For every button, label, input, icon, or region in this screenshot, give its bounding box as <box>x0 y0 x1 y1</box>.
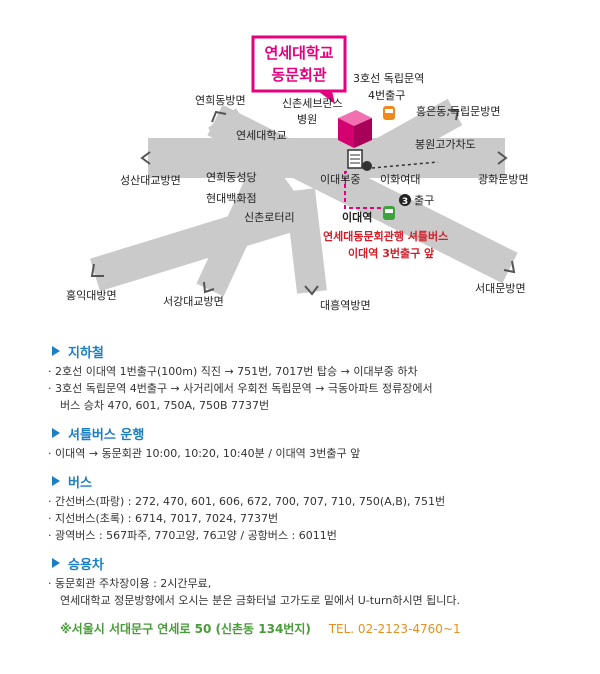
section-car: 승용차 · 동문회관 주차장이용 : 2시간무료, 연세대학교 정문방향에서 오… <box>48 554 588 609</box>
road-network <box>90 98 518 297</box>
section-shuttle: 셔틀버스 운행 · 이대역 → 동문회관 10:00, 10:20, 10:40… <box>48 424 588 462</box>
section-title: 셔틀버스 운행 <box>48 424 588 443</box>
building-callout: 연세대학교 동문회관 <box>251 35 347 104</box>
train-icon-green <box>383 206 395 220</box>
section-title: 지하철 <box>48 342 588 361</box>
label-hongeun-dong: 홍은동,독립문방면 <box>416 104 500 118</box>
direction-arrows <box>90 109 516 296</box>
section-title: 승용차 <box>48 554 588 573</box>
label-ewha-bujung: 이대부중 <box>320 173 360 186</box>
exit3-number: 3 <box>402 197 408 207</box>
arrow-right-icon <box>497 151 508 165</box>
label-ewha-univ: 이화여대 <box>380 173 420 186</box>
label-bongwon-overpass: 봉원고가차도 <box>415 138 476 151</box>
section-bus: 버스 · 간선버스(파랑) : 272, 470, 601, 606, 672,… <box>48 472 588 544</box>
arrow-up-right-icon <box>448 109 460 121</box>
section-line: · 2호선 이대역 1번출구(100m) 직진 → 751번, 7017번 탑승… <box>48 365 418 378</box>
label-yonsei-univ: 연세대학교 <box>236 129 287 142</box>
label-sinchon-rotary: 신촌로터리 <box>244 211 295 224</box>
footer-address: ※서울시 서대문구 연세로 50 (신촌동 134번지) <box>60 622 311 636</box>
arrow-down-left-icon <box>203 281 215 294</box>
building-title-line1: 연세대학교 <box>264 44 333 62</box>
arrow-down-left-icon <box>90 263 104 277</box>
building-title-line2: 동문회관 <box>271 66 326 84</box>
directions-info: 지하철 · 2호선 이대역 1번출구(100m) 직진 → 751번, 7017… <box>48 342 588 619</box>
bus-stop-icon <box>347 149 372 171</box>
triangle-bullet-icon <box>52 558 60 568</box>
label-yonhui-dong: 연희동방면 <box>195 94 246 107</box>
label-shuttle-1: 연세대동문회관행 셔틀버스 <box>323 229 448 243</box>
label-seodaemun: 서대문방면 <box>475 282 526 295</box>
section-line: · 3호선 독립문역 4번출구 → 사거리에서 우회전 독립문역 → 극동아파트… <box>48 382 433 395</box>
label-gwanghwamun: 광화문방면 <box>478 173 529 186</box>
label-daeheung: 대흥역방면 <box>320 298 371 312</box>
section-line: 버스 승차 470, 601, 750A, 750B 7737번 <box>60 399 270 412</box>
bus-route <box>371 161 439 169</box>
arrow-down-icon <box>304 285 319 296</box>
triangle-bullet-icon <box>52 346 60 356</box>
triangle-bullet-icon <box>52 476 60 486</box>
label-line3-dongnimmun: 3호선 독립문역 <box>353 72 424 85</box>
section-line: · 이대역 → 동문회관 10:00, 10:20, 10:40분 / 이대역 … <box>48 447 361 460</box>
label-severance-2: 병원 <box>297 113 317 126</box>
label-seongsan-daero: 성산대교방면 <box>120 174 181 187</box>
section-car-title: 승용차 <box>68 557 104 573</box>
arrow-left-icon <box>140 151 151 165</box>
location-map: 연세대학교 동문회관 3 연희동방면 연세대학교 신촌세브란스 병원 3호선 독… <box>66 35 529 312</box>
label-seogang: 서강대교방면 <box>163 295 224 308</box>
footer-tel: TEL. 02-2123-4760~1 <box>328 622 461 636</box>
section-line: 연세대학교 정문방향에서 오시는 분은 금화터널 고가도로 밑에서 U-turn… <box>60 594 461 607</box>
section-line: · 지선버스(초록) : 6714, 7017, 7024, 7737번 <box>48 512 279 525</box>
label-idae-station: 이대역 <box>342 210 372 224</box>
label-hyundai-dept: 현대백화점 <box>206 192 257 205</box>
label-shuttle-2: 이대역 3번출구 앞 <box>348 246 434 260</box>
train-icon-orange <box>383 106 395 120</box>
label-severance-1: 신촌세브란스 <box>282 97 343 110</box>
building-icon <box>338 110 372 148</box>
label-yonhui-cathedral: 연희동성당 <box>206 171 257 184</box>
exit-number-badge: 3 <box>399 194 411 207</box>
section-subway-title: 지하철 <box>68 345 104 361</box>
label-exit4: 4번출구 <box>368 89 405 102</box>
triangle-bullet-icon <box>52 428 60 438</box>
section-line: · 광역버스 : 567파주, 770고양, 76고양 / 공항버스 : 601… <box>48 529 337 542</box>
section-title: 버스 <box>48 472 588 491</box>
footer: ※서울시 서대문구 연세로 50 (신촌동 134번지) TEL. 02-212… <box>60 620 461 637</box>
label-exit3: 출구 <box>414 194 434 207</box>
label-hongik: 홍익대방면 <box>66 288 117 302</box>
arrow-down-right-icon <box>503 260 516 274</box>
section-shuttle-title: 셔틀버스 운행 <box>68 427 145 443</box>
section-line: · 동문회관 주차장이용 : 2시간무료, <box>48 577 212 590</box>
arrow-up-left-icon <box>211 110 227 123</box>
section-line: · 간선버스(파랑) : 272, 470, 601, 606, 672, 70… <box>48 495 446 508</box>
shuttle-route <box>344 171 388 209</box>
section-subway: 지하철 · 2호선 이대역 1번출구(100m) 직진 → 751번, 7017… <box>48 342 588 414</box>
section-bus-title: 버스 <box>68 475 92 491</box>
